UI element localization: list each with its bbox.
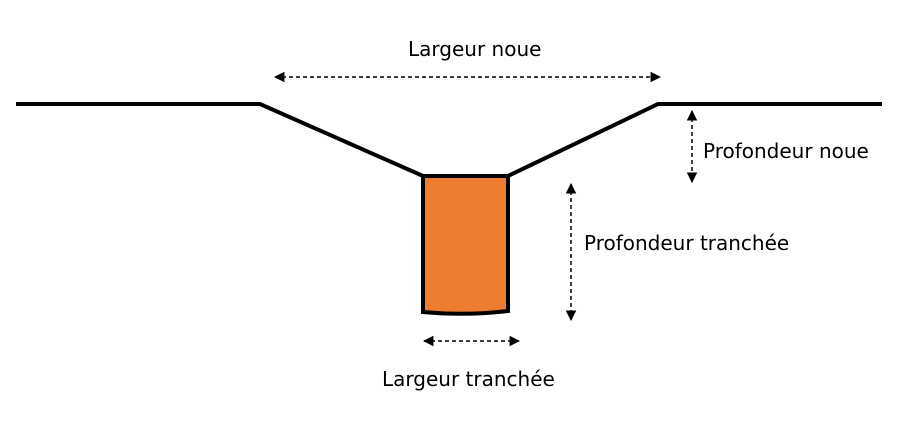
trench-fill xyxy=(423,176,508,314)
ground-profile-line xyxy=(16,102,882,178)
label-profondeur-noue: Profondeur noue xyxy=(703,139,869,163)
label-largeur-noue: Largeur noue xyxy=(408,37,541,61)
label-profondeur-tranchee: Profondeur tranchée xyxy=(584,231,789,255)
label-largeur-tranchee: Largeur tranchée xyxy=(382,367,555,391)
trench-outline xyxy=(421,176,510,316)
